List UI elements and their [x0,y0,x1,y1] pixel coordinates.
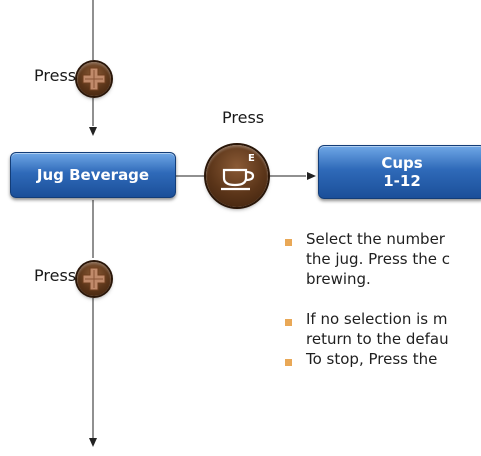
plus-button-top[interactable] [77,62,111,96]
jug-beverage-label: Jug Beverage [36,166,150,184]
arrowhead-to-jug [89,127,97,136]
cups-box[interactable]: Cups 1-12 [318,145,481,199]
plus-icon [82,267,106,291]
jug-beverage-box[interactable]: Jug Beverage [10,152,176,198]
arrowhead-to-cups [307,172,316,180]
cups-title: Cups [381,154,423,172]
bullet-item-1: Select the number the jug. Press the c b… [306,230,450,288]
coffee-button-badge: E [248,153,255,164]
bullet-marker [285,319,292,326]
coffee-cup-icon [221,168,255,191]
arrowhead-bottom [89,438,97,447]
press-label-bottom: Press [34,266,77,285]
cups-range: 1-12 [383,172,421,190]
press-label-top: Press [34,66,77,85]
plus-button-bottom[interactable] [77,262,111,296]
coffee-button[interactable]: E [206,145,268,207]
bullet-marker [285,359,292,366]
bullet-item-3: To stop, Press the [306,350,438,368]
press-label-middle: Press [222,108,265,127]
bullet-marker [285,239,292,246]
bullet-item-2: If no selection is m return to the defau [306,310,449,348]
plus-icon [82,67,106,91]
